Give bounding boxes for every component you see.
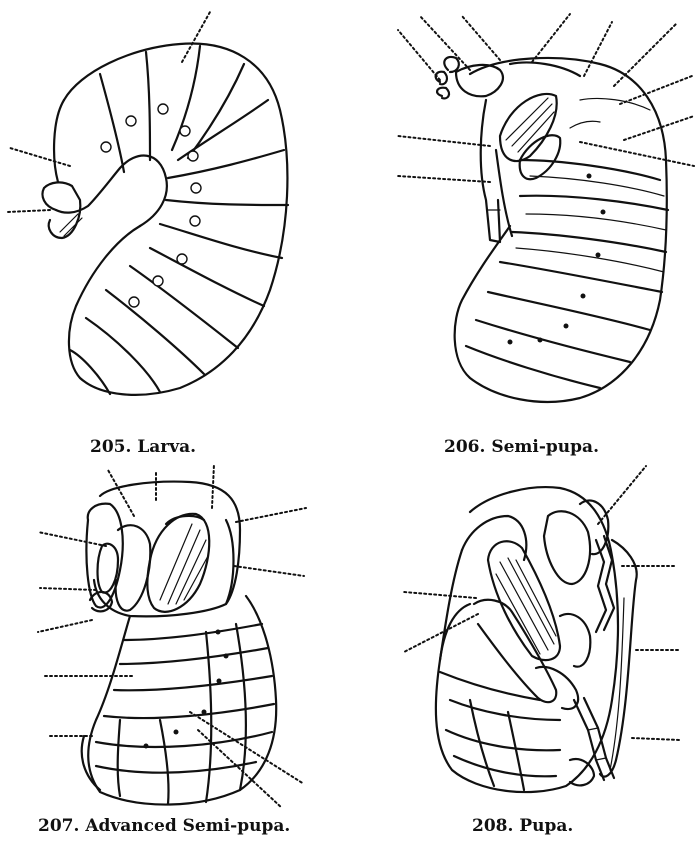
pupa-figure <box>404 466 680 792</box>
caption-205: 205. Larva. <box>90 437 196 457</box>
semi-pupa-figure <box>398 14 694 402</box>
caption-208: 208. Pupa. <box>472 816 573 836</box>
advanced-semi-pupa-figure <box>38 464 306 808</box>
caption-206: 206. Semi-pupa. <box>444 437 599 457</box>
caption-207: 207. Advanced Semi-pupa. <box>38 816 290 836</box>
larva-figure <box>8 12 288 395</box>
